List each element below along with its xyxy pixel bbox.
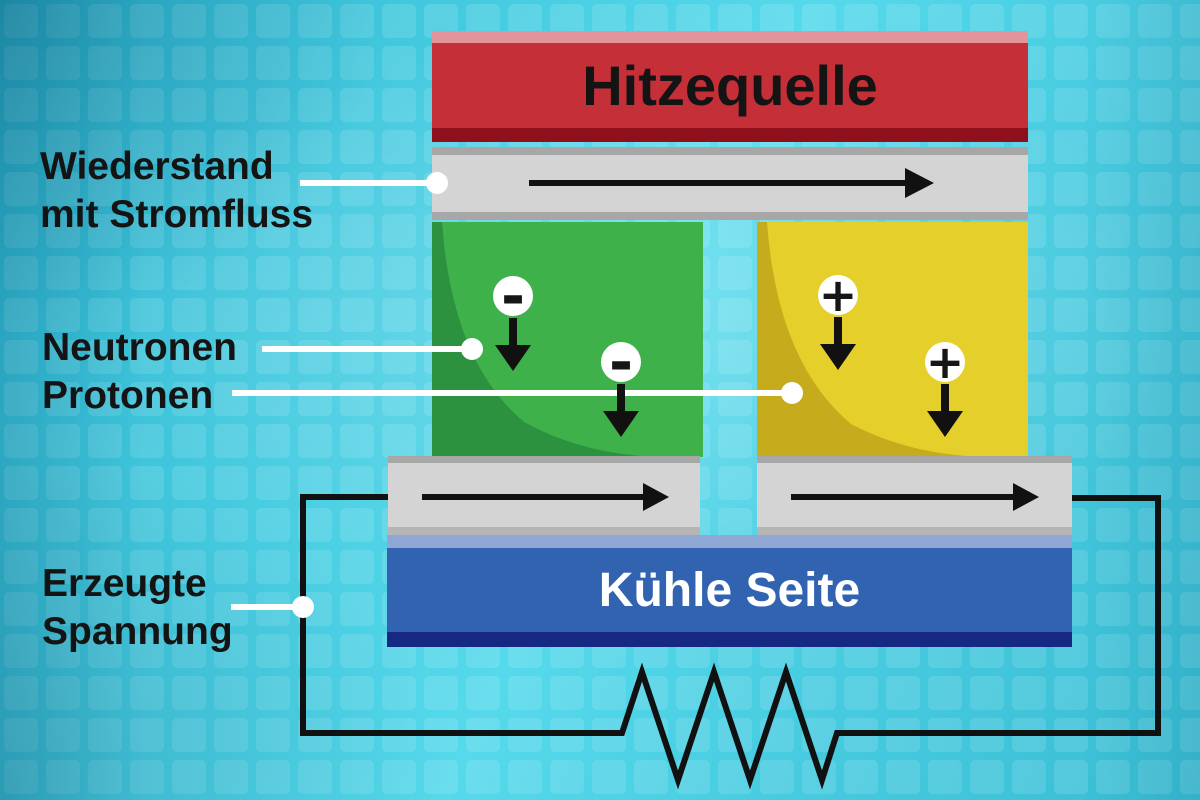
down-arrow-icon [820, 317, 856, 370]
charge-negative-1: - [493, 267, 533, 372]
cold-side-label: Kühle Seite [598, 563, 861, 617]
heat-source-label: Hitzequelle [582, 54, 878, 117]
bottom-conductor-right [757, 456, 1072, 535]
bottom-conductor-left [388, 456, 700, 535]
charge-circle: + [818, 268, 858, 322]
charge-positive-1: + [818, 268, 858, 371]
label-voltage: Erzeugte Spannung [42, 560, 233, 656]
label-voltage-line2: Spannung [42, 610, 233, 653]
label-protons: Protonen [42, 374, 214, 417]
p-type-block [757, 222, 1028, 457]
top-conductor-bar [432, 147, 1028, 220]
p-type-shading [757, 222, 989, 457]
down-arrow-icon [603, 384, 639, 437]
charge-circle: - [493, 267, 533, 325]
cold-side-bar: Kühle Seite [387, 535, 1072, 647]
label-voltage-line1: Erzeugte [42, 562, 207, 605]
heat-source-bar: Hitzequelle [432, 31, 1028, 142]
label-resistance-line1: Wiederstand [40, 145, 274, 188]
label-resistance-line2: mit Stromfluss [40, 193, 314, 236]
charge-negative-2: - [601, 333, 641, 438]
down-arrow-icon [927, 384, 963, 437]
label-particles: Neutronen Protonen [42, 324, 237, 420]
label-resistance: Wiederstand mit Stromfluss [40, 143, 313, 239]
charge-circle: + [925, 335, 965, 389]
down-arrow-icon [495, 318, 531, 371]
charge-positive-2: + [925, 335, 965, 438]
n-type-block [432, 222, 703, 457]
charge-circle: - [601, 333, 641, 391]
n-type-shading [432, 222, 660, 457]
label-neutrons: Neutronen [42, 326, 237, 369]
